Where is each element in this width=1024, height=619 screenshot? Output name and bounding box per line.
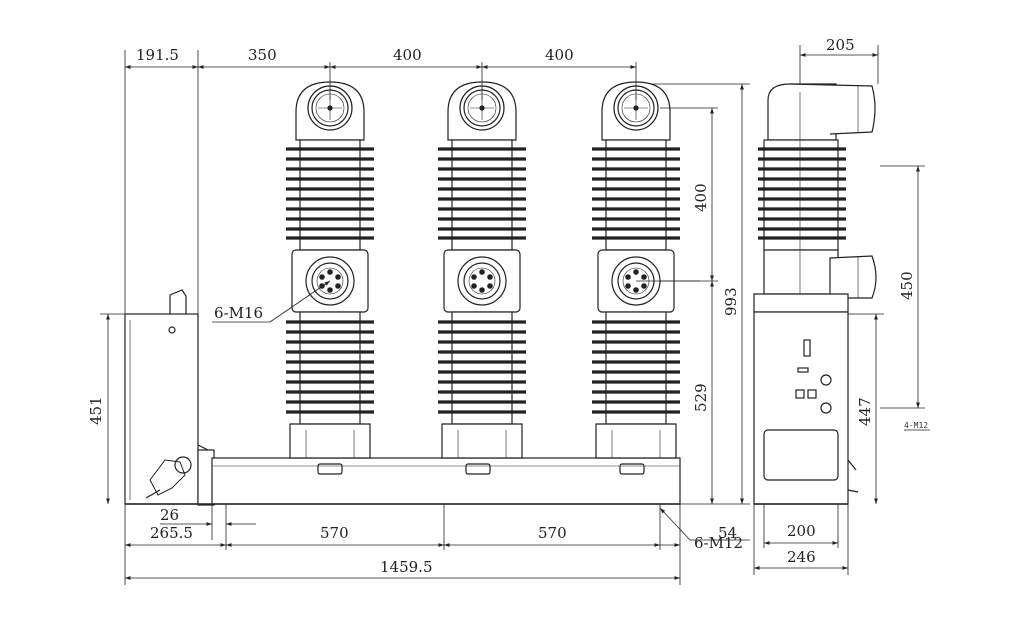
dim-54: 54 [718,524,737,542]
dim-246: 246 [787,548,816,566]
dim-400-b: 400 [545,46,574,64]
label-6-m12: 6-M12 [694,534,743,552]
dim-1459-5: 1459.5 [380,558,433,576]
dim-26: 26 [160,506,179,524]
dim-529: 529 [692,383,710,412]
dim-191-5: 191.5 [136,46,179,64]
label-4-m12: 4-M12 [904,421,928,430]
dim-400-v: 400 [692,183,710,212]
dim-450: 450 [898,271,916,300]
dim-400-a: 400 [393,46,422,64]
dim-570-b: 570 [538,524,567,542]
dim-265-5: 265.5 [150,524,193,542]
dim-451: 451 [87,396,105,425]
dim-205: 205 [826,36,855,54]
mechanism-box [124,289,215,506]
label-6-m16: 6-M16 [214,304,263,322]
dim-447: 447 [856,397,874,426]
side-view [753,83,877,505]
front-view [124,80,682,506]
dim-350: 350 [248,46,277,64]
pole-1 [286,81,374,459]
dimension-text: 191.5 350 400 400 205 451 400 993 529 45… [87,36,928,576]
dim-993: 993 [722,287,740,316]
dim-570-a: 570 [320,524,349,542]
dim-200: 200 [787,522,816,540]
pole-3 [590,80,682,460]
dimension-lines [100,45,930,585]
pole-2 [436,80,528,460]
